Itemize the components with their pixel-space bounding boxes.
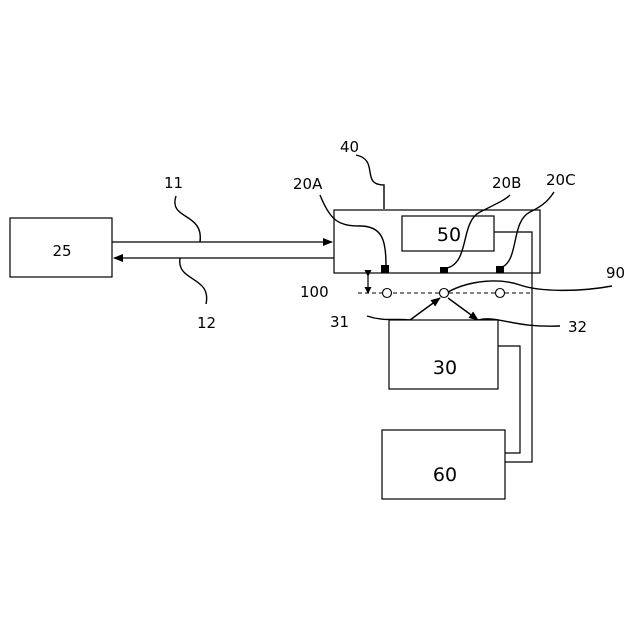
- ref-32: 32: [568, 318, 587, 336]
- ref-40: 40: [340, 138, 359, 156]
- sensor-20b: [440, 267, 448, 273]
- arrow-31: [410, 298, 440, 320]
- sensor-20a: [381, 265, 389, 273]
- leader-11: [175, 196, 200, 242]
- ref-20c: 20C: [546, 171, 576, 189]
- block-50-label: 50: [437, 224, 461, 246]
- ref-12: 12: [197, 314, 216, 332]
- ref-20b: 20B: [492, 174, 521, 192]
- arrow-32: [448, 298, 478, 320]
- ref-100: 100: [300, 283, 329, 301]
- ref-11: 11: [164, 174, 183, 192]
- leader-40: [356, 155, 384, 209]
- port-center: [440, 289, 449, 298]
- block-25-label: 25: [52, 242, 71, 260]
- ref-31: 31: [330, 313, 349, 331]
- port-right: [496, 289, 505, 298]
- leader-12: [180, 258, 207, 304]
- block-30-label: 30: [433, 357, 457, 379]
- ref-90: 90: [606, 264, 625, 282]
- ref-20a: 20A: [293, 175, 323, 193]
- port-left: [383, 289, 392, 298]
- block-60-label: 60: [433, 464, 457, 486]
- leader-90: [448, 281, 612, 292]
- leader-31: [367, 316, 410, 320]
